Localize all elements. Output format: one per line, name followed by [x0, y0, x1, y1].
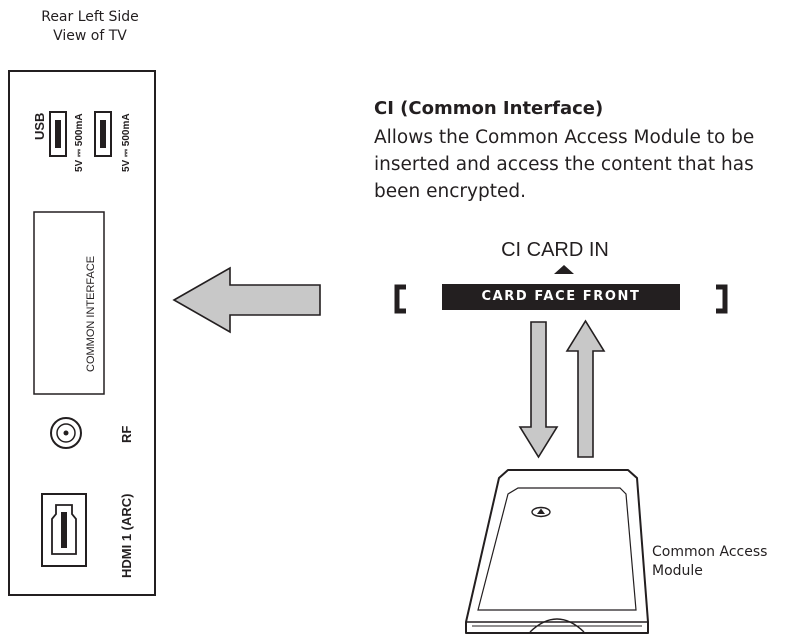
tv-view-caption: Rear Left Side View of TV	[41, 9, 139, 44]
usb-port-2	[94, 111, 112, 157]
usb-port-2-rating: 5V ⎓ 500mA	[121, 113, 132, 172]
hdmi-label: HDMI 1 (ARC)	[119, 494, 134, 579]
card-in-triangle	[554, 265, 574, 274]
common-interface-slot	[33, 211, 105, 395]
usb-port-1-rating: 5V ⎓ 500mA	[74, 113, 85, 172]
common-interface-label: COMMON INTERFACE	[85, 256, 97, 372]
rf-connector	[50, 417, 82, 449]
bracket-right	[716, 284, 728, 314]
hdmi-port	[41, 493, 87, 567]
usb-label: USB	[32, 113, 47, 140]
rf-label: RF	[119, 426, 134, 443]
bracket-left	[394, 284, 406, 314]
card-face-front-label: CARD FACE FRONT	[442, 284, 680, 310]
up-arrow	[565, 319, 606, 458]
usb-port-1	[49, 111, 67, 157]
ci-description: Allows the Common Access Module to be in…	[374, 127, 755, 202]
insert-direction-arrow	[172, 266, 321, 334]
ci-card-in-label: CI CARD IN	[501, 239, 609, 261]
common-access-module	[465, 469, 649, 634]
down-arrow	[518, 321, 559, 459]
ci-title: CI (Common Interface)	[374, 98, 604, 119]
common-access-module-label: Common Access Module	[652, 544, 768, 579]
